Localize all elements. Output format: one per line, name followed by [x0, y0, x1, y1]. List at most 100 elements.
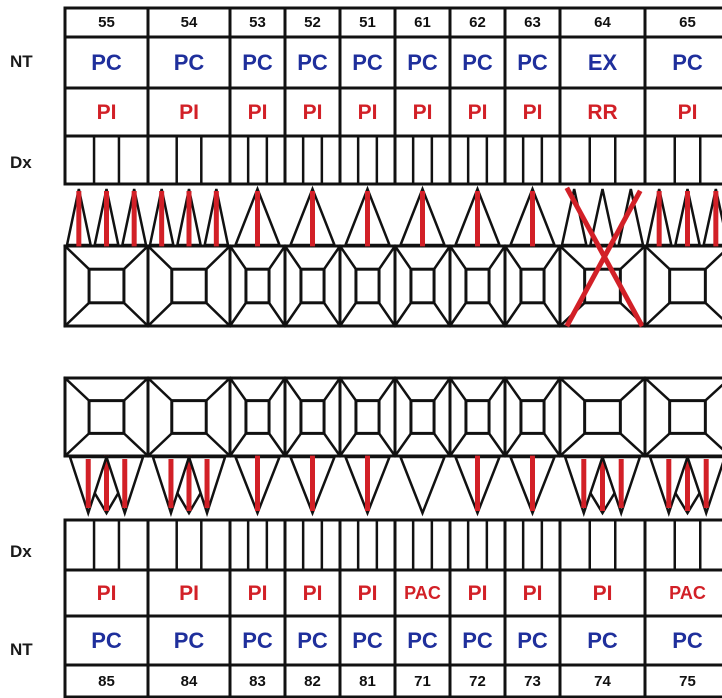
- upper-tooth-number: 54: [180, 14, 198, 31]
- lower-crown-diag-b-4: [377, 376, 397, 403]
- upper-nt-code: PC: [407, 49, 438, 75]
- lower-table-frame: [63, 518, 722, 698]
- upper-crown-diag-d-2: [267, 301, 287, 328]
- upper-dx-code: PI: [357, 100, 378, 124]
- upper-crown-diag-d-3: [322, 301, 342, 328]
- upper-crown-inner-9: [668, 267, 707, 305]
- upper-root-9-2: [702, 188, 722, 247]
- upper-crown-diag-d-5: [432, 301, 452, 328]
- upper-tooth-number: 62: [469, 14, 486, 31]
- upper-nt-code: PC: [517, 49, 548, 75]
- lower-crown-inner-5: [409, 399, 436, 435]
- upper-crown-inner-1: [170, 267, 208, 305]
- lower-crown-inner-7: [519, 399, 546, 435]
- lower-dx-code: PI: [467, 581, 488, 605]
- lower-crown-diag-d-3: [322, 431, 342, 458]
- upper-nt-code: PC: [173, 49, 205, 75]
- lower-tooth-number: 73: [524, 673, 541, 690]
- lower-crown-diag-b-2: [267, 376, 287, 403]
- lower-crown-inner-2: [244, 399, 271, 435]
- upper-dx-code: PI: [467, 100, 488, 124]
- upper-crown-diag-b-0: [122, 244, 150, 271]
- lower-nt-code: PC: [352, 627, 383, 653]
- upper-dx-code: PI: [247, 100, 268, 124]
- lower-crown-diag-b-9: [703, 383, 722, 403]
- upper-tooth-number: 52: [304, 14, 321, 31]
- lower-crown-diag-d-2: [267, 431, 287, 458]
- upper-dx-code: PI: [96, 100, 117, 124]
- upper-crown-diag-d-9: [703, 301, 722, 321]
- lower-tooth-number: 82: [304, 673, 321, 690]
- upper-dx-code: PI: [412, 100, 433, 124]
- lower-tooth-number: 84: [180, 673, 198, 690]
- upper-dx-code: PI: [179, 100, 199, 124]
- dx-label-upper: Dx: [10, 153, 32, 172]
- lower-crown-diag-a-3: [283, 376, 303, 403]
- lower-crown-diag-c-5: [393, 431, 413, 458]
- lower-crown-diag-a-1: [146, 376, 174, 403]
- lower-crown-diag-c-4: [338, 431, 358, 458]
- lower-tooth-number: 75: [679, 673, 696, 690]
- lower-crown-diag-a-4: [338, 376, 358, 403]
- upper-crown-diag-d-4: [377, 301, 397, 328]
- lower-dx-code: PI: [247, 581, 268, 605]
- lower-crown-inner-6: [464, 399, 491, 435]
- lower-nt-code: PC: [173, 627, 205, 653]
- lower-crown-diag-d-0: [122, 431, 150, 458]
- lower-crown-inner-3: [299, 399, 326, 435]
- upper-nt-code: PC: [242, 49, 273, 75]
- lower-crown-diag-d-1: [204, 431, 232, 458]
- lower-crown-diag-a-0: [63, 376, 91, 403]
- lower-tooth-number: 85: [98, 673, 115, 690]
- upper-crown-diag-a-6: [448, 244, 468, 271]
- upper-crown-diag-b-3: [322, 244, 342, 271]
- extraction-mark-b: [564, 189, 643, 328]
- lower-crown-inner-1: [170, 399, 208, 435]
- upper-crown-diag-c-4: [338, 301, 358, 328]
- nt-label-upper: NT: [10, 52, 33, 71]
- upper-nt-code: PC: [462, 49, 493, 75]
- lower-crown-diag-d-7: [542, 431, 562, 458]
- lower-tooth-number: 71: [414, 673, 431, 690]
- lower-crown-diag-c-7: [503, 431, 523, 458]
- lower-dx-code: PI: [96, 581, 117, 605]
- upper-nt-code: PC: [91, 49, 122, 75]
- upper-crown-diag-b-7: [542, 244, 562, 271]
- dx-label-lower: Dx: [10, 542, 32, 561]
- lower-crown-diag-b-1: [204, 376, 232, 403]
- lower-crown-diag-d-8: [618, 431, 647, 458]
- lower-crown-diag-d-5: [432, 431, 452, 458]
- lower-crown-diag-b-3: [322, 376, 342, 403]
- upper-crown-diag-a-1: [146, 244, 174, 271]
- upper-nt-code: EX: [587, 49, 618, 75]
- lower-crown-diag-b-7: [542, 376, 562, 403]
- lower-dx-code: PI: [357, 581, 378, 605]
- lower-crown-diag-d-6: [487, 431, 507, 458]
- nt-label-lower: NT: [10, 640, 33, 659]
- upper-crown-diag-c-1: [146, 301, 174, 328]
- lower-nt-code: PC: [91, 627, 122, 653]
- lower-crown-diag-c-0: [63, 431, 91, 458]
- upper-crown-diag-c-5: [393, 301, 413, 328]
- upper-crown-diag-b-1: [204, 244, 232, 271]
- upper-crown-diag-b-8: [618, 244, 647, 271]
- lower-crown-diag-a-7: [503, 376, 523, 403]
- upper-crown-diag-c-6: [448, 301, 468, 328]
- lower-dx-code: PI: [522, 581, 543, 605]
- lower-tooth-number: 81: [359, 673, 376, 690]
- upper-crown-inner-5: [409, 267, 436, 305]
- lower-tooth-number: 83: [249, 673, 266, 690]
- upper-crown-diag-a-4: [338, 244, 358, 271]
- lower-nt-code: PC: [407, 627, 438, 653]
- upper-dx-code: PI: [302, 100, 323, 124]
- upper-crown-diag-b-6: [487, 244, 507, 271]
- lower-dx-code: PI: [179, 581, 199, 605]
- lower-crown-diag-b-6: [487, 376, 507, 403]
- upper-crown-diag-c-0: [63, 301, 91, 328]
- upper-root-8-1: [588, 188, 617, 247]
- lower-crown-diag-c-3: [283, 431, 303, 458]
- upper-crown-diag-d-1: [204, 301, 232, 328]
- upper-crown-inner-2: [244, 267, 271, 305]
- lower-crown-inner-9: [668, 399, 707, 435]
- lower-crown-diag-c-8: [558, 431, 587, 458]
